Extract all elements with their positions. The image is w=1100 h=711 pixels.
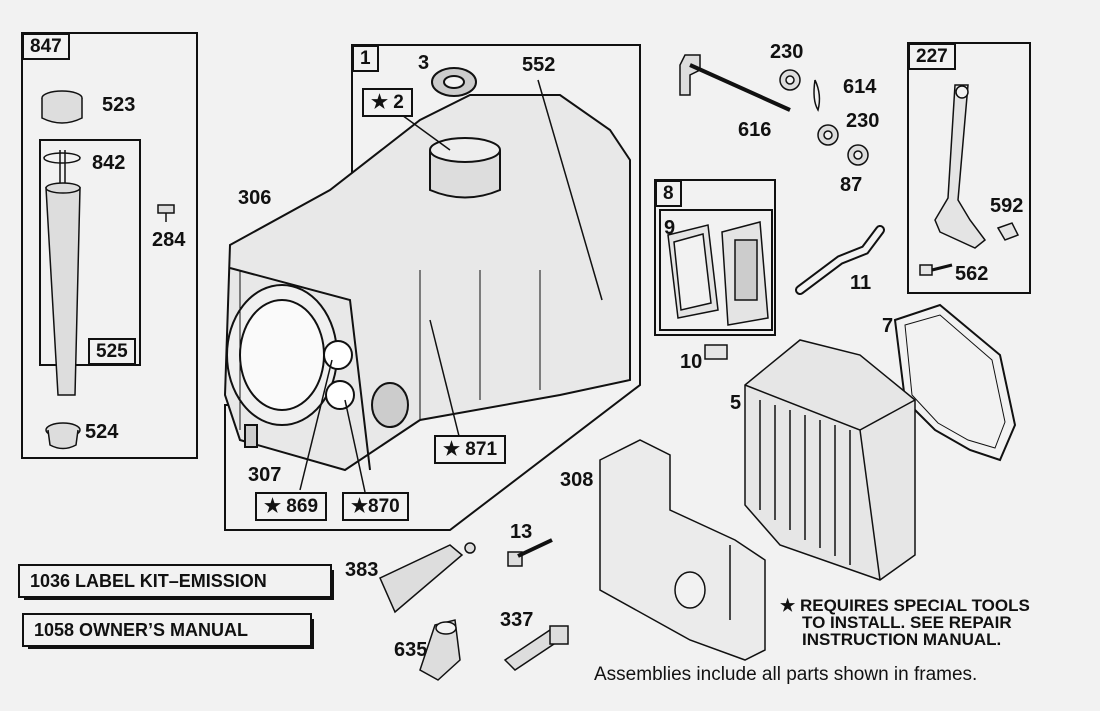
governor-shaft-icon [679,54,869,166]
frame-847 [21,32,198,459]
part-562-label: 562 [955,263,989,285]
label-kit-emission: 1036 LABEL KIT–EMISSION [18,564,334,600]
dipstick-assembly-icon [41,90,175,450]
part-230-lower-label: 230 [846,110,880,132]
frame-8-inner [659,209,773,331]
part-524-label: 524 [85,421,119,443]
part-11-label: 11 [850,272,872,294]
frame-1-label: 1 [352,45,379,72]
assemblies-footnote: Assemblies include all parts shown in fr… [594,664,978,685]
part-870-starred: ★870 [342,492,409,521]
part-337-label: 337 [500,609,534,631]
special-tools-note-line-3: INSTRUCTION MANUAL. [802,630,1002,649]
frame-8 [654,179,776,336]
governor-lever-icon [919,84,1020,276]
frame-227 [907,42,1031,294]
part-284-label: 284 [152,229,186,251]
part-635-label: 635 [394,639,428,661]
part-308-label: 308 [560,469,594,491]
air-guide-icon [599,439,766,661]
part-523-label: 523 [102,94,136,116]
frame-525-label: 525 [88,338,136,365]
frame-227-label: 227 [908,43,956,70]
special-tools-note-line-1: ★ REQUIRES SPECIAL TOOLS [780,596,1030,615]
breather-icon [667,221,769,360]
cylinder-head-icon [744,339,916,581]
owners-manual: 1058 OWNER’S MANUAL [22,613,314,649]
part-869-starred: ★ 869 [255,492,328,521]
frame-847-label: 847 [22,33,70,60]
part-614-label: 614 [843,76,877,98]
part-383-label: 383 [345,559,379,581]
crankcase-icon [223,67,631,472]
special-tools-note-line-2: TO INSTALL. SEE REPAIR [802,613,1012,632]
part-307-label: 307 [248,464,282,486]
part-5-label: 5 [730,392,742,414]
small-parts-icon [379,538,569,681]
part-10-label: 10 [680,351,703,373]
frame-525 [39,139,141,366]
part-2-starred: ★ 2 [362,88,413,117]
frame-8-label: 8 [655,180,682,207]
part-871-starred: ★ 871 [434,435,507,464]
part-306-label: 306 [238,187,272,209]
part-552-label: 552 [522,54,556,76]
part-230-upper-label: 230 [770,41,804,63]
part-616-label: 616 [738,119,772,141]
part-3-label: 3 [418,52,430,74]
part-592-label: 592 [990,195,1024,217]
part-842-label: 842 [92,152,126,174]
part-87-label: 87 [840,174,863,196]
part-7-label: 7 [882,315,894,337]
part-9-label: 9 [664,217,676,239]
part-13-label: 13 [510,521,533,543]
